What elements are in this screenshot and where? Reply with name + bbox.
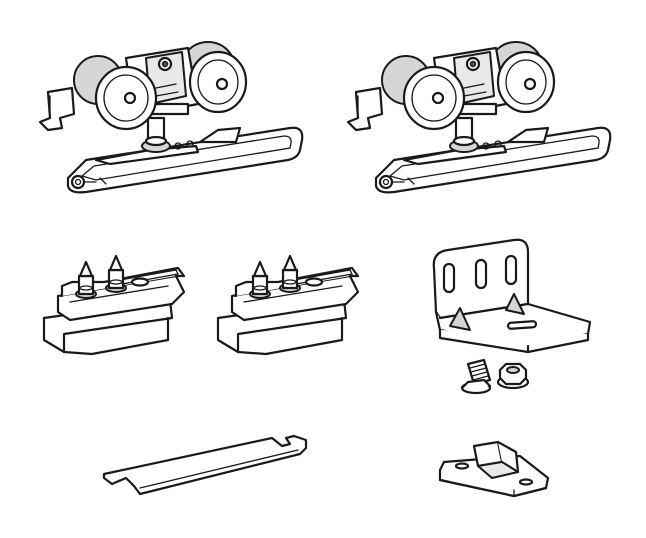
- door-stopper: [438, 440, 550, 498]
- floor-guide-block-right: [216, 254, 360, 356]
- floor-guide-block-left: [42, 254, 186, 356]
- countersunk-screw: [460, 358, 492, 395]
- roller-trolley-right: [346, 40, 612, 194]
- adjustment-wrench: [102, 434, 308, 496]
- mounting-angle-bracket: [432, 238, 592, 354]
- roller-trolley-left: [38, 40, 304, 194]
- flange-nut: [496, 362, 530, 390]
